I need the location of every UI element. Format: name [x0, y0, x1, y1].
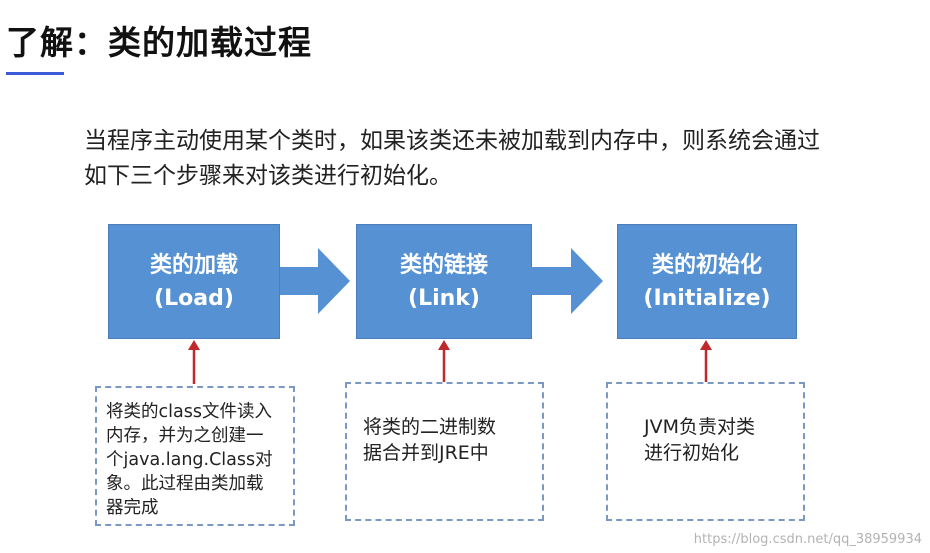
intro-line-1: 当程序主动使用某个类时，如果该类还未被加载到内存中，则系统会通过	[84, 128, 820, 154]
stage-initialize-name: 类的初始化	[651, 252, 762, 278]
watermark: https://blog.csdn.net/qq_38959934	[693, 532, 922, 547]
stage-load-name: 类的加载	[149, 252, 238, 278]
note-initialize-line: 进行初始化	[644, 442, 740, 464]
stage-link-name: 类的链接	[399, 252, 488, 278]
up-arrow-3-icon	[700, 340, 712, 384]
note-link: 将类的二进制数 据合并到JRE中	[345, 382, 544, 521]
note-load-line: 器完成	[106, 498, 159, 518]
note-load-line: 内存，并为之创建一	[106, 426, 264, 446]
note-link-line: 将类的二进制数	[363, 416, 497, 438]
stage-link-en: (Link)	[408, 285, 480, 311]
note-initialize: JVM负责对类 进行初始化	[606, 382, 805, 521]
flow-arrow-1-icon	[280, 248, 350, 314]
intro-paragraph: 当程序主动使用某个类时，如果该类还未被加载到内存中，则系统会通过 如下三个步骤来…	[84, 124, 914, 194]
stage-initialize-box: 类的初始化 (Initialize)	[617, 224, 797, 339]
intro-line-2: 如下三个步骤来对该类进行初始化。	[84, 163, 452, 189]
title-underline	[6, 72, 64, 75]
note-initialize-line: JVM负责对类	[644, 416, 755, 438]
stage-load-box: 类的加载 (Load)	[108, 224, 280, 339]
page-title: 了解：类的加载过程	[6, 23, 312, 62]
stage-load-en: (Load)	[154, 285, 234, 311]
note-load-line: 象。此过程由类加载	[106, 474, 264, 494]
note-load-line: 个java.lang.Class对	[106, 450, 273, 470]
stage-link-box: 类的链接 (Link)	[356, 224, 532, 339]
note-load: 将类的class文件读入 内存，并为之创建一 个java.lang.Class对…	[95, 386, 295, 526]
up-arrow-2-icon	[438, 340, 450, 384]
stage-initialize-en: (Initialize)	[643, 285, 771, 311]
note-link-line: 据合并到JRE中	[363, 442, 489, 464]
up-arrow-1-icon	[188, 340, 200, 384]
note-load-line: 将类的class文件读入	[106, 402, 272, 422]
flow-arrow-2-icon	[531, 248, 603, 314]
